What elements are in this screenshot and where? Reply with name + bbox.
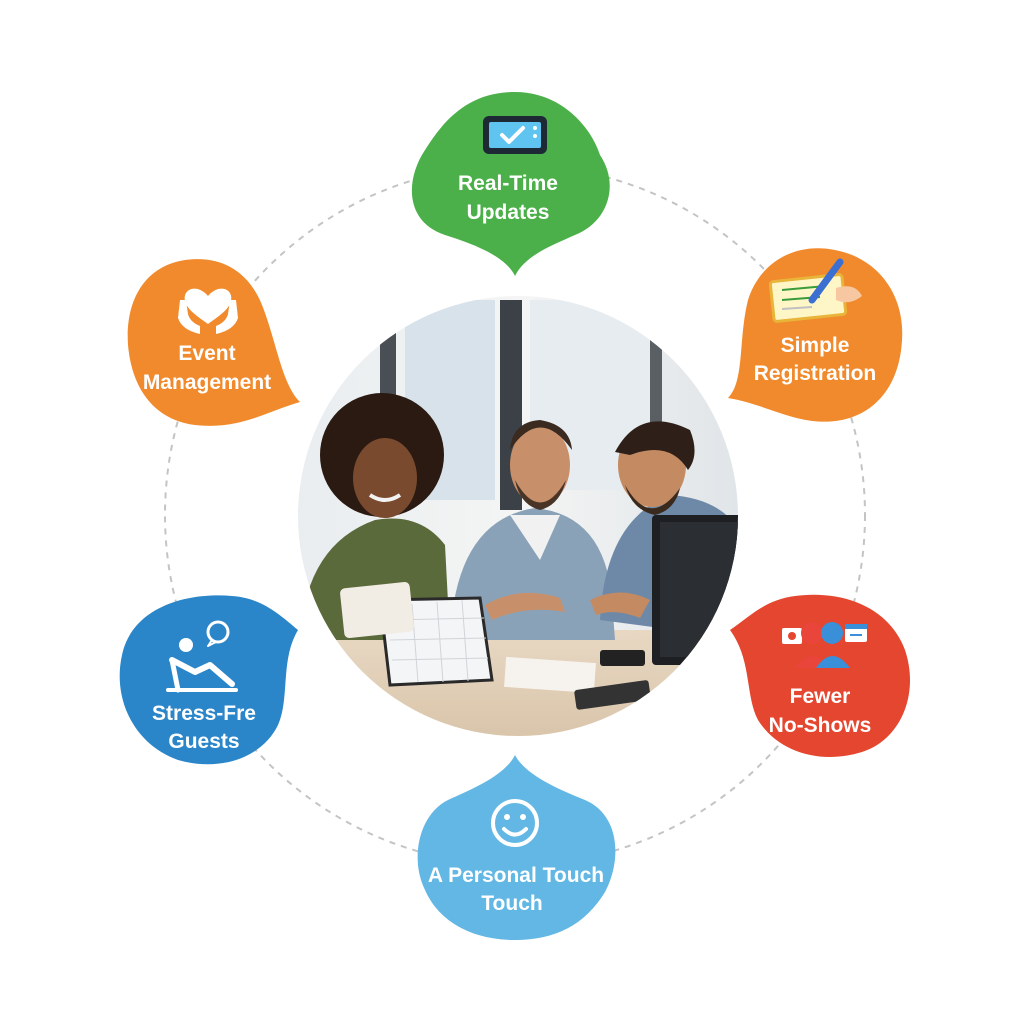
node-personal-line2: Touch: [481, 892, 542, 915]
node-stressfree-line1: Stress-Fre: [152, 702, 256, 725]
node-blob-blue: [119, 595, 298, 765]
relaxing-person-icon: [166, 620, 238, 693]
node-event-management: Event Management: [127, 259, 300, 426]
node-noshows-line2: No-Shows: [769, 714, 872, 737]
tablet-check-icon: [483, 116, 547, 154]
node-event-line2: Management: [143, 371, 271, 394]
node-realtime-line1: Real-Time: [458, 172, 558, 195]
node-registration-line1: Simple: [781, 334, 850, 357]
node-fewer-no-shows: Fewer No-Shows: [730, 594, 911, 757]
node-personal-touch: A Personal Touch Touch: [417, 755, 616, 940]
people-calendar-icon: [782, 622, 867, 668]
node-stressfree-line2: Guests: [168, 730, 239, 753]
node-stress-free-guests: Stress-Fre Guests: [119, 595, 298, 765]
node-blob-green: [411, 92, 610, 276]
smiley-icon: [491, 799, 539, 847]
node-personal-line1: A Personal Touch: [428, 864, 604, 887]
node-blob-lightblue: [417, 755, 616, 940]
node-simple-registration: Simple Registration: [728, 248, 903, 422]
node-realtime-updates: Real-Time Updates: [411, 92, 610, 276]
node-realtime-line2: Updates: [467, 201, 550, 224]
form-pen-icon: [768, 258, 862, 323]
node-registration-line2: Registration: [754, 362, 877, 385]
heart-hands-icon: [178, 288, 238, 334]
team-meeting-photo: [298, 296, 738, 736]
node-event-line1: Event: [178, 342, 235, 365]
node-noshows-line1: Fewer: [790, 685, 851, 708]
node-blob-orange-left: [127, 259, 300, 426]
